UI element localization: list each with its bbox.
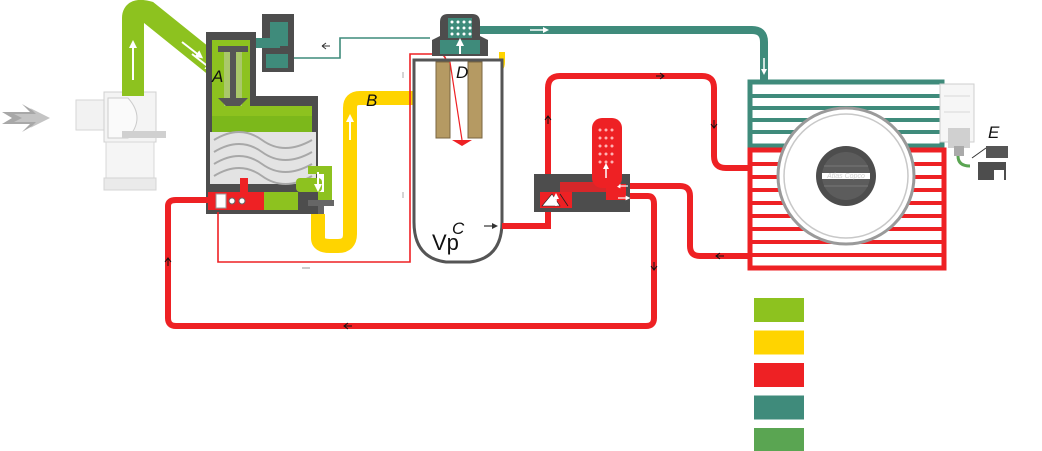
legend-swatch: [754, 330, 804, 355]
air-filter: [75, 91, 166, 191]
compressor-element: [206, 32, 334, 216]
legend-swatch: [754, 395, 804, 420]
legend-swatch: [754, 363, 804, 387]
oil-circuit: [165, 73, 752, 329]
cooler: Atlas Copco: [747, 79, 947, 271]
oil-separator-tank: [412, 58, 504, 264]
air-outlet-drain: [939, 83, 1008, 180]
label-b: B: [366, 91, 377, 110]
minimum-pressure-valve: [432, 14, 488, 56]
oil-flow-arrows: [164, 72, 724, 330]
legend-swatch: [754, 298, 804, 322]
label-e: E: [988, 123, 1000, 142]
intake-arrow-icon: [2, 104, 50, 132]
cooler-brand-text: Atlas Copco: [826, 173, 865, 180]
label-vp: Vp: [432, 230, 459, 255]
legend-swatch: [754, 428, 804, 451]
legend: [754, 298, 804, 451]
compressed-air-line: [480, 26, 768, 82]
label-d: D: [456, 63, 468, 82]
label-a: A: [211, 67, 223, 86]
oil-filter: [592, 118, 622, 188]
regulator-valve: [256, 14, 430, 72]
label-c: C: [452, 219, 465, 238]
